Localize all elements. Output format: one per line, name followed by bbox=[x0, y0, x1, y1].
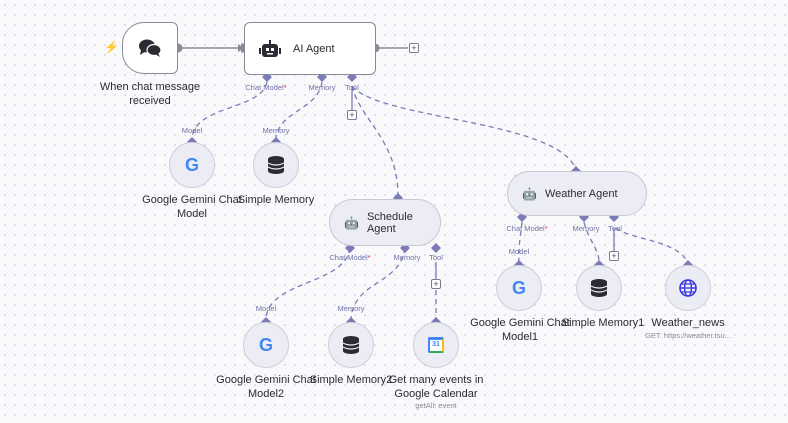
robot-icon: 🤖 bbox=[522, 186, 537, 201]
ai-port-chat-model: Chat Model* bbox=[245, 83, 287, 92]
weather-news-label: Weather_news bbox=[651, 317, 725, 329]
gemini-port-label: Model bbox=[181, 126, 203, 135]
google-icon: G bbox=[258, 334, 273, 355]
database-icon bbox=[343, 336, 359, 354]
gemini-chat-model-node[interactable]: G bbox=[169, 142, 215, 188]
memory1-label: Simple Memory1 bbox=[561, 317, 645, 329]
weather-agent-title: Weather Agent bbox=[544, 187, 618, 200]
google-calendar-icon: 31 bbox=[428, 337, 444, 353]
ai-add-tool-button[interactable]: + bbox=[347, 110, 357, 120]
edge-weather-tool bbox=[615, 227, 689, 265]
memory-port-label: Memory bbox=[262, 126, 290, 135]
google-calendar-node[interactable]: 31 bbox=[413, 322, 459, 368]
schedule-port-tool: Tool bbox=[429, 253, 443, 262]
memory-label: Simple Memory bbox=[237, 194, 315, 206]
edge-ai-tool-schedule bbox=[351, 85, 399, 197]
input-handle bbox=[241, 43, 245, 53]
database-icon bbox=[268, 156, 284, 174]
weather-port-tool: Tool bbox=[608, 224, 622, 233]
database-icon bbox=[591, 279, 607, 297]
gemini2-port-label: Model bbox=[255, 304, 277, 313]
gemini-chat-model2-node[interactable]: G bbox=[243, 322, 289, 368]
edge-ai-memory bbox=[275, 81, 323, 139]
edge-ai-chatmodel bbox=[191, 81, 268, 139]
weather-agent-node[interactable]: 🤖 Weather Agent bbox=[507, 171, 647, 216]
schedule-agent-title: Schedule Agent bbox=[366, 210, 413, 235]
chat-trigger-node[interactable] bbox=[122, 22, 178, 74]
weather-port-memory: Memory bbox=[572, 224, 600, 233]
edge-weather-memory bbox=[583, 221, 600, 265]
weather-news-subtitle: GET: https://weather.tsu... bbox=[645, 331, 731, 340]
schedule-agent-node[interactable]: 🤖 Schedule Agent bbox=[329, 199, 441, 246]
schedule-tool-handle[interactable] bbox=[431, 243, 441, 253]
google-icon: G bbox=[184, 154, 199, 175]
weather-news-node[interactable] bbox=[665, 265, 711, 311]
ai-port-memory: Memory bbox=[308, 83, 336, 92]
schedule-port-memory: Memory bbox=[393, 253, 421, 262]
weather-add-tool-button[interactable]: + bbox=[609, 251, 619, 261]
ai-port-tool: Tool bbox=[345, 83, 359, 92]
memory2-label: Simple Memory2 bbox=[309, 374, 393, 386]
simple-memory2-node[interactable] bbox=[328, 322, 374, 368]
robot-icon: 🤖 bbox=[344, 215, 359, 230]
schedule-add-tool-button[interactable]: + bbox=[431, 279, 441, 289]
simple-memory1-node[interactable] bbox=[576, 265, 622, 311]
chat-bubbles-icon bbox=[139, 39, 162, 57]
gemini-chat-model1-node[interactable]: G bbox=[496, 265, 542, 311]
edge-schedule-chatmodel bbox=[265, 247, 351, 319]
memory2-port-label: Memory bbox=[337, 304, 365, 313]
ai-agent-title: AI Agent bbox=[293, 42, 335, 55]
calendar-subtitle: getAll: event bbox=[415, 401, 457, 410]
edge-ai-tool-weather bbox=[351, 85, 577, 171]
schedule-port-chat-model: Chat Model* bbox=[329, 253, 371, 262]
robot-icon bbox=[259, 39, 281, 57]
simple-memory-node[interactable] bbox=[253, 142, 299, 188]
add-node-button[interactable]: + bbox=[409, 43, 419, 53]
gemini1-port-label: Model bbox=[508, 247, 530, 256]
edge-schedule-memory bbox=[350, 247, 406, 319]
google-icon: G bbox=[511, 277, 526, 298]
ai-agent-node[interactable]: AI Agent bbox=[244, 22, 376, 75]
weather-port-chat-model: Chat Model* bbox=[506, 224, 548, 233]
globe-icon bbox=[679, 279, 697, 297]
lightning-icon: ⚡ bbox=[104, 40, 119, 54]
